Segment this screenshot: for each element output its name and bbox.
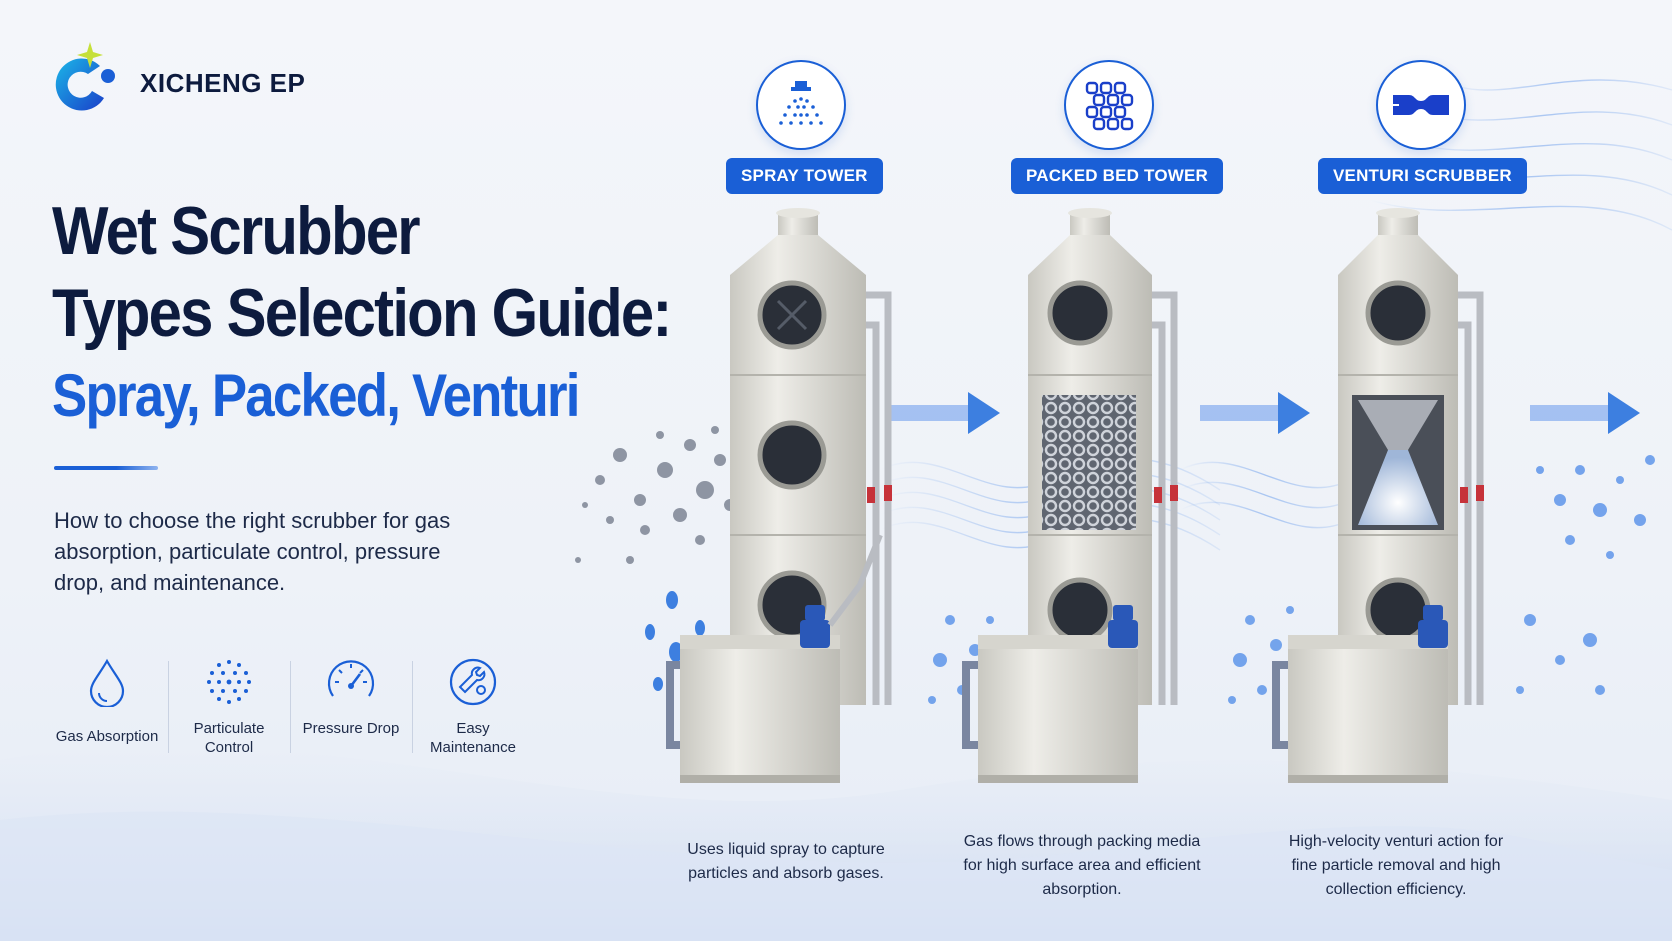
title-line-3: Spray, Packed, Venturi [52, 362, 580, 429]
spray-tower-illustration [666, 208, 892, 783]
tower-label-packed: PACKED BED TOWER [1011, 158, 1224, 194]
tower-label-spray: SPRAY TOWER [726, 158, 883, 194]
feature-gas-absorption: Gas Absorption [46, 655, 168, 757]
feature-particulate-control: Particulate Control [168, 655, 290, 757]
particle-dots-icon [202, 655, 256, 709]
viewport-window [1047, 280, 1113, 346]
packing-media-icon [1064, 60, 1154, 150]
tower-label-venturi: VENTURI SCRUBBER [1318, 158, 1527, 194]
title-divider [54, 466, 158, 470]
feature-label: Pressure Drop [302, 720, 400, 737]
subtitle: How to choose the right scrubber for gas… [54, 508, 451, 595]
water-bubbles [928, 455, 1655, 704]
gauge-icon [324, 655, 378, 709]
tower-description-packed: Gas flows through packing media for high… [963, 833, 1201, 898]
wrench-gear-icon [446, 655, 500, 709]
page-title: Wet Scrubber Types Selection Guide: Spra… [52, 190, 755, 438]
packing-media [1042, 395, 1136, 530]
viewport-window [1365, 280, 1431, 346]
feature-label: Easy Maintenance [430, 720, 516, 756]
feature-label: Gas Absorption [55, 728, 159, 745]
water-drop-icon [80, 655, 134, 709]
logo-icon [48, 36, 118, 116]
venturi-throat [1352, 395, 1444, 530]
brand-name: XICHENG EP [140, 67, 306, 98]
spray-nozzle-icon [756, 60, 846, 150]
venturi-tower-illustration [1272, 208, 1484, 783]
venturi-throat-icon [1376, 60, 1466, 150]
flow-arrow-1 [890, 392, 1000, 434]
feature-list: Gas Absorption Particulate Control [46, 655, 534, 757]
title-line-2: Types Selection Guide: [52, 275, 672, 351]
feature-pressure-drop: Pressure Drop [290, 655, 412, 757]
viewport-window [757, 420, 827, 490]
flow-arrow-2 [1200, 392, 1310, 434]
feature-label: Particulate Control [193, 720, 265, 756]
flow-arrow-3 [1530, 392, 1640, 434]
feature-easy-maintenance: Easy Maintenance [412, 655, 534, 757]
brand-logo[interactable]: XICHENG EP [48, 36, 305, 116]
viewport-window [757, 280, 827, 350]
packed-tower-illustration [962, 208, 1178, 783]
title-line-1: Wet Scrubber [52, 193, 421, 269]
viewport-window [1047, 577, 1113, 643]
tower-description-venturi: High-velocity venturi action for fine pa… [1288, 833, 1504, 898]
tower-description-spray: Uses liquid spray to capture particles a… [687, 841, 885, 882]
